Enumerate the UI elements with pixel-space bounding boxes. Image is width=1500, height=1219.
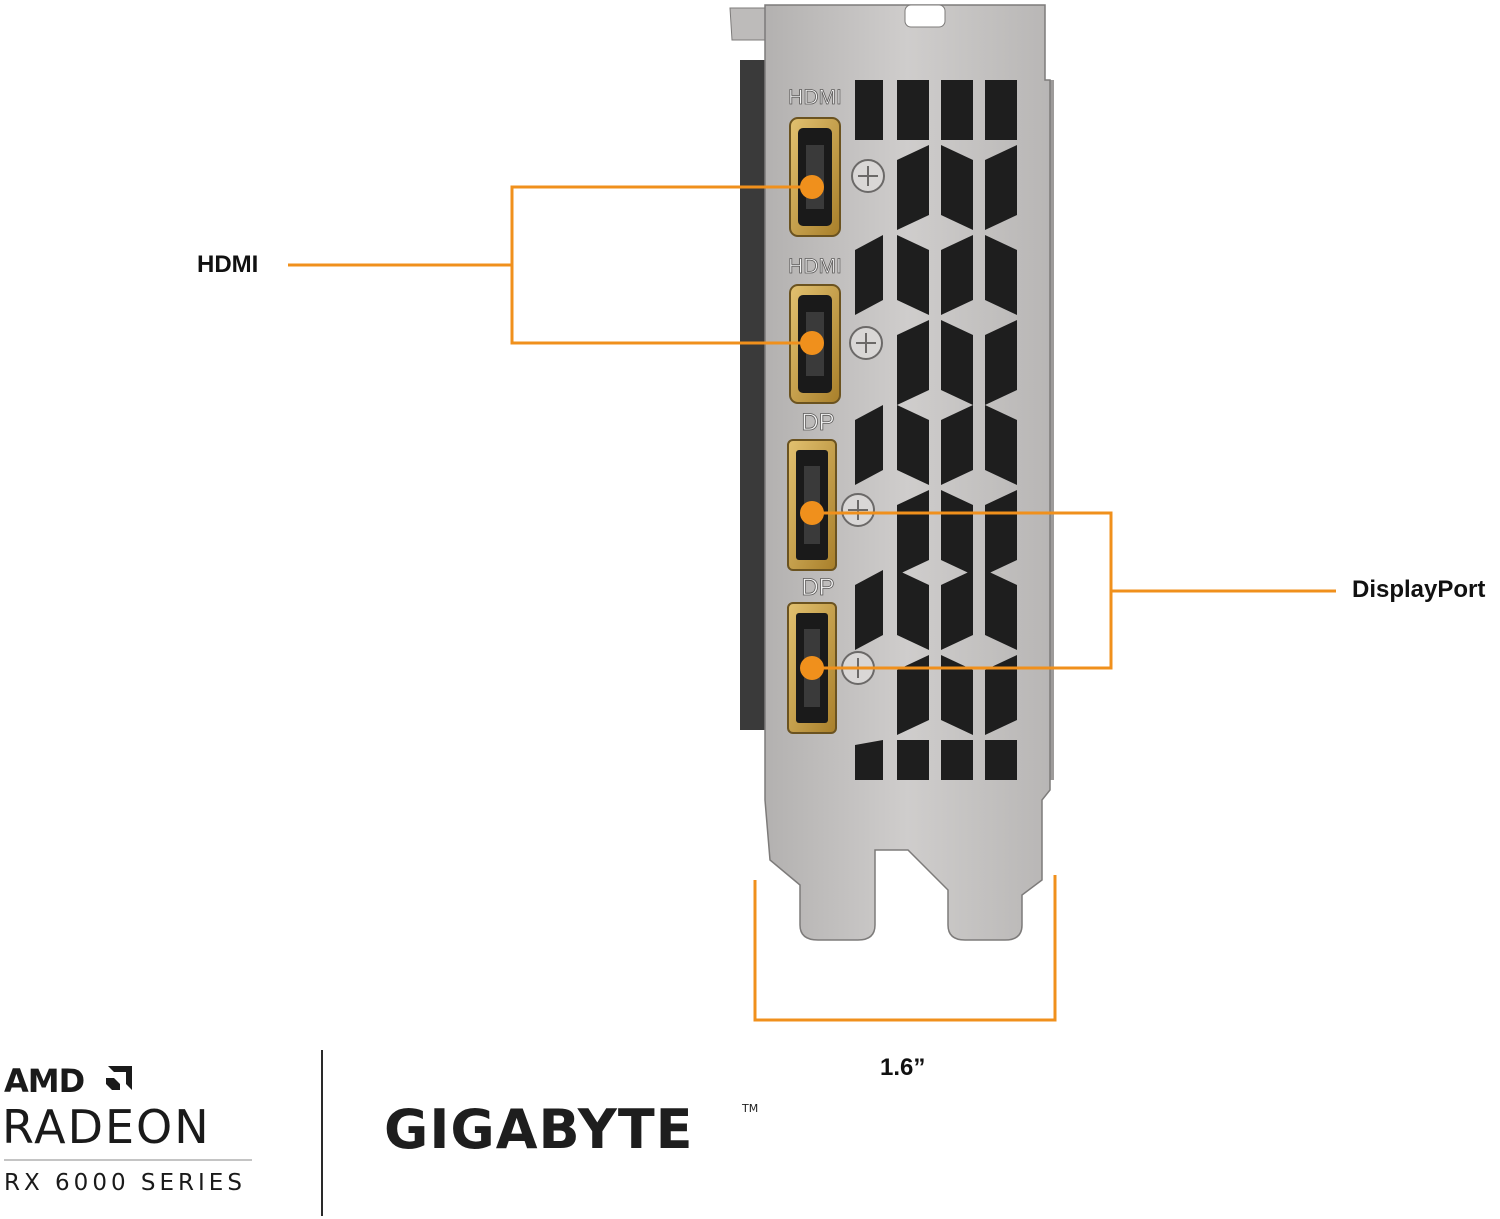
radeon-wordmark: RADEON bbox=[2, 1100, 211, 1154]
hdmi-callout-label: HDMI bbox=[197, 251, 259, 278]
port-label-hdmi-1: HDMI bbox=[788, 86, 842, 109]
vent bbox=[985, 405, 1017, 485]
vent bbox=[897, 405, 929, 485]
vent bbox=[855, 80, 883, 140]
series-text: RX 6000 SERIES bbox=[4, 1170, 246, 1196]
vent bbox=[985, 570, 1017, 650]
width-dimension-lines bbox=[753, 875, 1057, 1022]
vent bbox=[897, 145, 929, 230]
vent bbox=[855, 740, 883, 780]
vent bbox=[897, 80, 929, 140]
vent bbox=[897, 655, 929, 735]
gigabyte-logo: GIGABYTE bbox=[384, 1098, 694, 1161]
vent bbox=[941, 655, 973, 735]
vent bbox=[941, 570, 973, 650]
vent-grid bbox=[855, 80, 1017, 780]
vent bbox=[985, 80, 1017, 140]
vent bbox=[985, 145, 1017, 230]
vent bbox=[855, 405, 883, 485]
trademark-mark: TM bbox=[742, 1102, 759, 1115]
hdmi-callout-lines bbox=[288, 185, 812, 345]
vent bbox=[941, 740, 973, 780]
displayport-callout-label: DisplayPort bbox=[1352, 576, 1486, 603]
vent bbox=[855, 235, 883, 315]
amd-wordmark: AMD bbox=[4, 1062, 85, 1100]
vent bbox=[941, 405, 973, 485]
port-label-dp-2: DP bbox=[801, 574, 834, 601]
vent bbox=[985, 235, 1017, 315]
vent bbox=[941, 145, 973, 230]
vent bbox=[985, 320, 1017, 405]
displayport-callout-lines bbox=[812, 511, 1336, 670]
vent bbox=[897, 570, 929, 650]
port-label-dp-1: DP bbox=[801, 409, 834, 436]
vent bbox=[985, 740, 1017, 780]
screw-icon bbox=[851, 159, 885, 193]
vent bbox=[855, 570, 883, 650]
screw-icon bbox=[849, 326, 883, 360]
vent bbox=[941, 235, 973, 315]
screw-icon bbox=[841, 493, 875, 527]
vent bbox=[941, 80, 973, 140]
vent bbox=[985, 655, 1017, 735]
width-dimension-label: 1.6” bbox=[880, 1054, 926, 1081]
callout-dots bbox=[800, 175, 824, 680]
vent bbox=[941, 320, 973, 405]
vent bbox=[897, 235, 929, 315]
vent bbox=[897, 740, 929, 780]
vent bbox=[941, 490, 973, 575]
bracket-notch bbox=[904, 4, 946, 28]
vent bbox=[985, 490, 1017, 575]
port-label-hdmi-2: HDMI bbox=[788, 255, 842, 278]
vent bbox=[897, 490, 929, 575]
vent bbox=[897, 320, 929, 405]
amd-logo-icon bbox=[106, 1066, 132, 1090]
